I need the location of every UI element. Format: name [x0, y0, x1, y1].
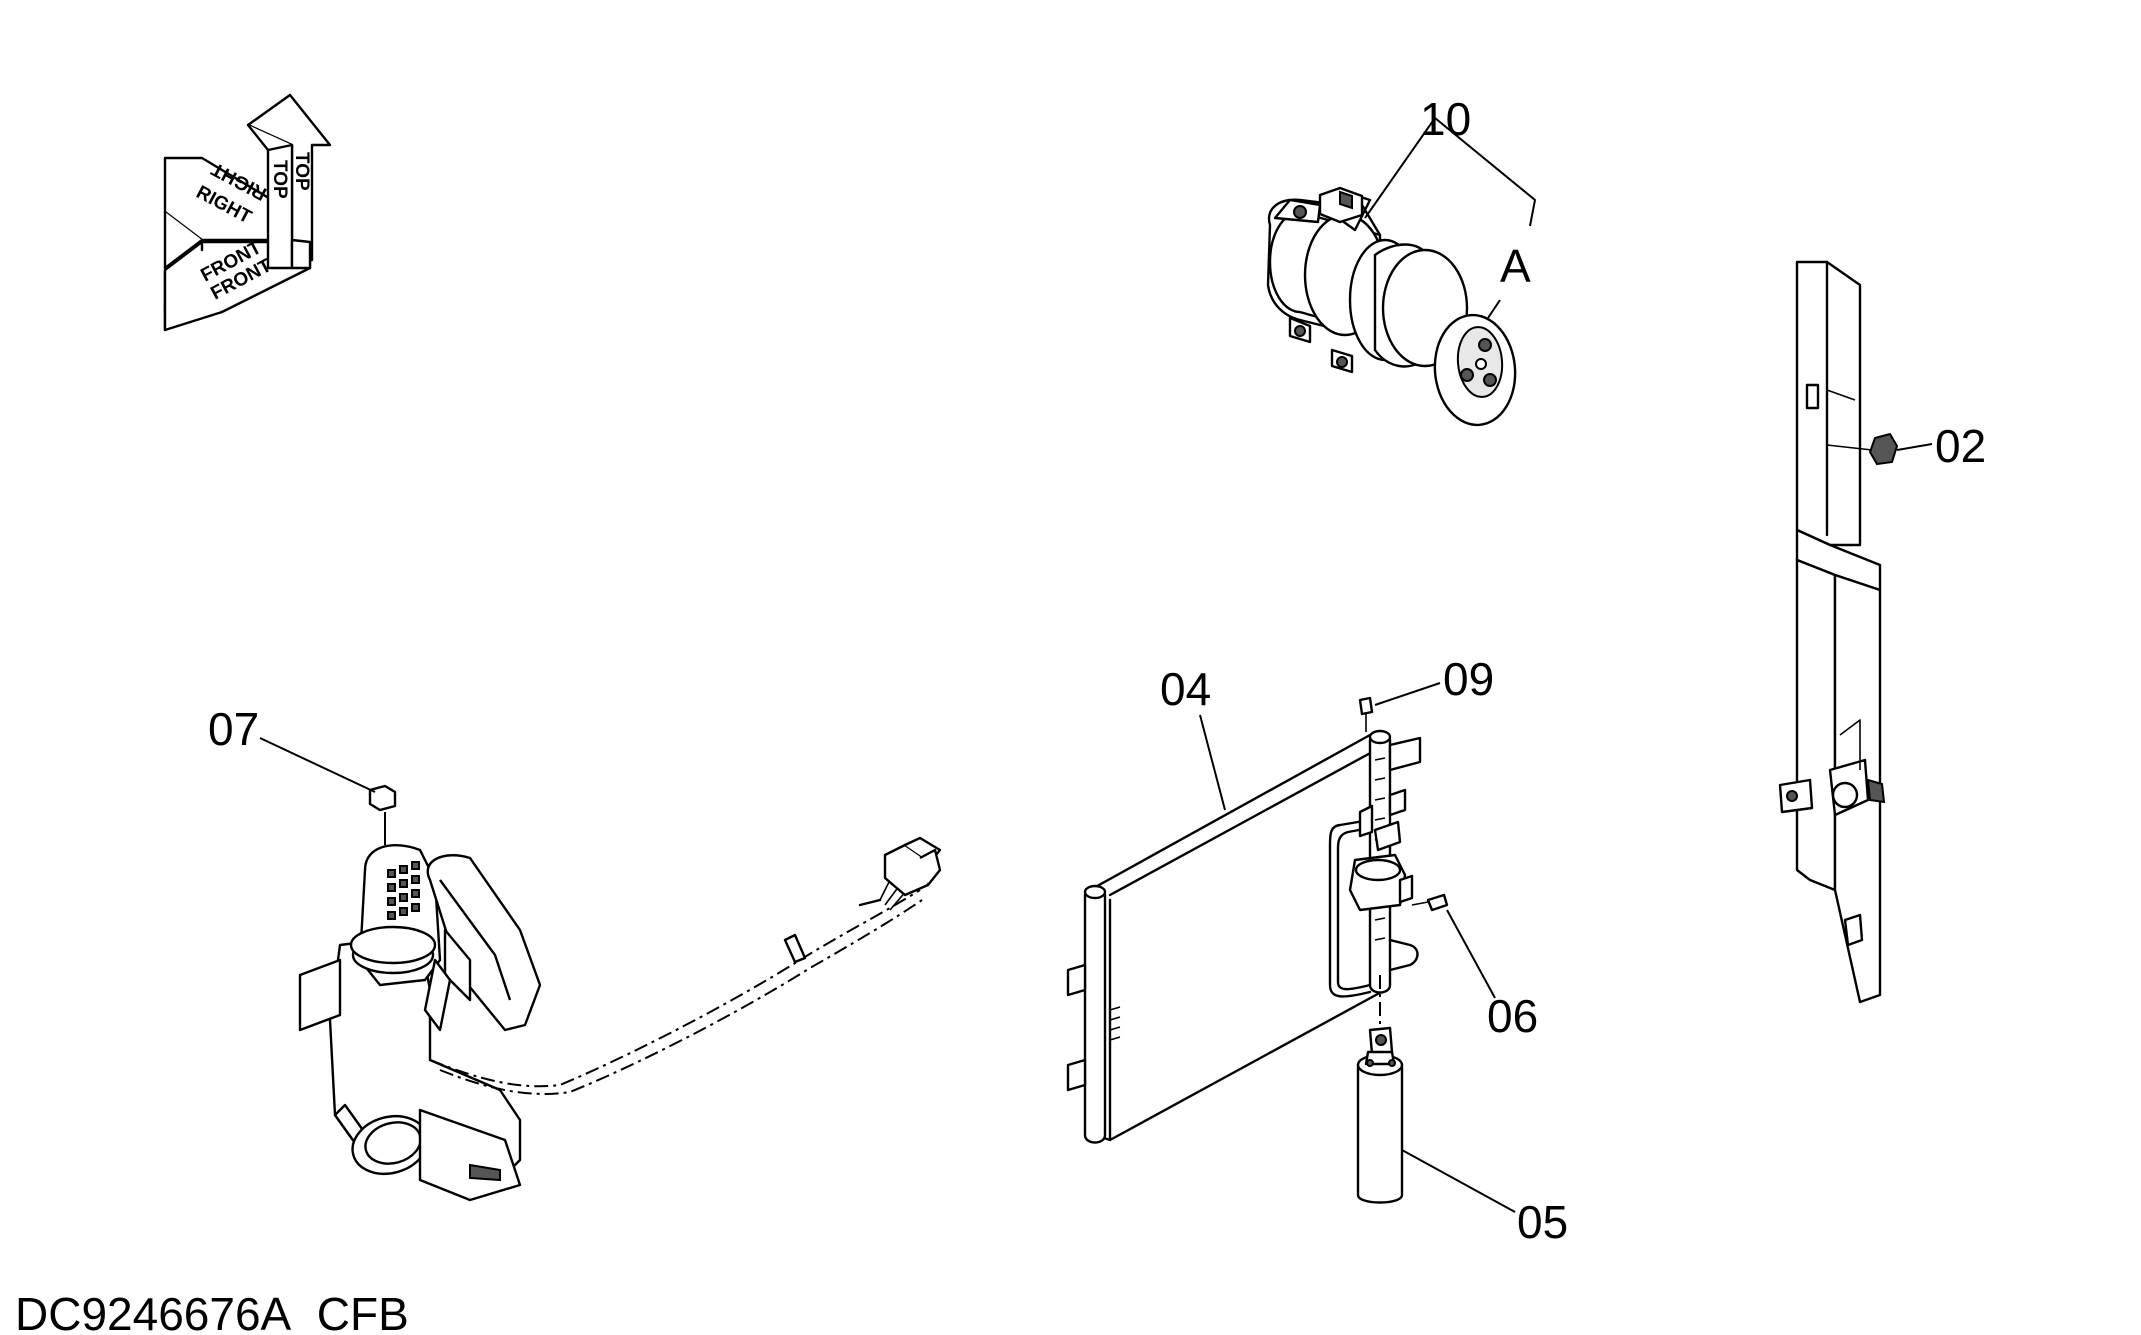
callout-02: 02 [1935, 420, 1986, 472]
callout-A: A [1500, 240, 1531, 292]
callout-06: 06 [1487, 990, 1538, 1042]
callout-10: 10 [1420, 93, 1471, 145]
frame-bracket-part-02: 02 [1778, 260, 1986, 1004]
callout-09: 09 [1443, 653, 1494, 705]
compressor-part-10: 10 A [1266, 93, 1537, 427]
orientation-indicator: TOP TOP RIGHT RIGHT FRONT FRONT [163, 93, 332, 332]
drawing-code: DC9246676A_CFB [15, 1288, 409, 1335]
callout-07: 07 [208, 703, 259, 755]
blower-duct-assembly-part-07: 07 [208, 703, 942, 1202]
callout-04: 04 [1160, 663, 1211, 715]
callout-05: 05 [1517, 1196, 1568, 1248]
receiver-drier-part-05 [1356, 1050, 1516, 1213]
orientation-top-label-2: TOP [269, 160, 290, 199]
condenser-part-04: 04 09 06 05 [1066, 653, 1568, 1248]
blower-grille [387, 861, 420, 920]
orientation-top-label-1: TOP [291, 152, 312, 191]
